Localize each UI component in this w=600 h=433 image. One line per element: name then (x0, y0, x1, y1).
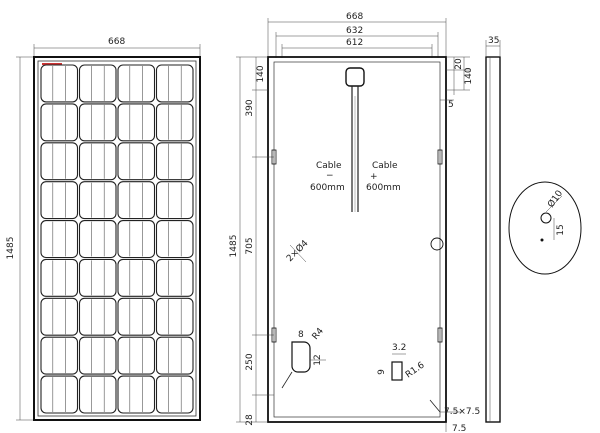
ground-height: 9 (377, 369, 387, 375)
solar-cell (117, 181, 156, 220)
solar-cell (78, 375, 117, 414)
solar-cell (117, 64, 156, 103)
thickness-label: 35 (488, 36, 499, 46)
junction-box (345, 67, 365, 87)
detail-diameter: Ø10 (545, 188, 565, 210)
solar-cell (117, 336, 156, 375)
solar-cell (155, 142, 194, 181)
solar-cell (78, 258, 117, 297)
dim-390: 390 (245, 99, 255, 116)
solar-cell (40, 103, 79, 142)
cable-neg-sign: − (326, 171, 334, 181)
back-width-668: 668 (346, 12, 363, 22)
cable-neg-length: 600mm (310, 183, 345, 193)
hole-note: 2×Ø4 (284, 238, 310, 264)
back-view: 668 632 612 140 390 705 250 28 1485 (229, 12, 480, 433)
solar-cell (117, 258, 156, 297)
solar-cell (155, 220, 194, 259)
solar-cell (40, 375, 79, 414)
solar-cell (155, 64, 194, 103)
solar-cell (78, 220, 117, 259)
solar-cell (117, 220, 156, 259)
solar-cell-grid (40, 64, 194, 414)
solar-cell (40, 336, 79, 375)
back-width-632: 632 (346, 26, 363, 36)
dim-250: 250 (245, 353, 255, 370)
front-height-label: 1485 (6, 237, 16, 260)
solar-cell (40, 258, 79, 297)
solar-cell (155, 181, 194, 220)
solar-cell (155, 375, 194, 414)
slot-width: 8 (298, 330, 304, 340)
solar-cell (40, 181, 79, 220)
solar-cell (117, 103, 156, 142)
solar-cell (78, 181, 117, 220)
solar-cell (40, 220, 79, 259)
cable-pos-sign: + (370, 172, 378, 182)
front-view: 668 1485 (6, 37, 201, 421)
solar-cell (117, 375, 156, 414)
cable-pos-length: 600mm (366, 183, 401, 193)
ground-radius: R1.6 (404, 360, 427, 380)
solar-cell (155, 297, 194, 336)
solar-cell (78, 103, 117, 142)
detail-view: Ø10 15 (508, 181, 582, 275)
ground-width: 3.2 (392, 343, 406, 353)
dim-20-right: 20 (454, 58, 464, 70)
dim-28: 28 (245, 414, 255, 426)
solar-cell (155, 258, 194, 297)
ground-hole-detail (391, 361, 403, 381)
slot-radius: R4 (311, 326, 327, 342)
solar-cell (78, 142, 117, 181)
side-view: 35 (485, 36, 501, 423)
solar-cell (155, 103, 194, 142)
solar-cell (40, 297, 79, 336)
dim-5: 5 (448, 100, 454, 110)
slot-detail (291, 341, 311, 373)
cable-pos-label: Cable (372, 161, 398, 171)
solar-cell (117, 142, 156, 181)
dim-705: 705 (245, 237, 255, 254)
dim-1485-back: 1485 (229, 235, 239, 258)
solar-cell (78, 297, 117, 336)
detail-offset: 15 (556, 224, 566, 235)
dim-140-right: 140 (464, 67, 474, 84)
back-width-612: 612 (346, 38, 363, 48)
solar-cell (78, 336, 117, 375)
solar-cell (78, 64, 117, 103)
solar-cell (155, 336, 194, 375)
dim-140-left: 140 (256, 65, 266, 82)
solar-cell (40, 142, 79, 181)
solar-cell (40, 64, 79, 103)
bottom-label: 7.5 (452, 424, 466, 433)
front-width-label: 668 (108, 37, 125, 47)
corner-label: 7.5×7.5 (444, 407, 480, 417)
solar-cell (117, 297, 156, 336)
cable-neg-label: Cable (316, 161, 342, 171)
